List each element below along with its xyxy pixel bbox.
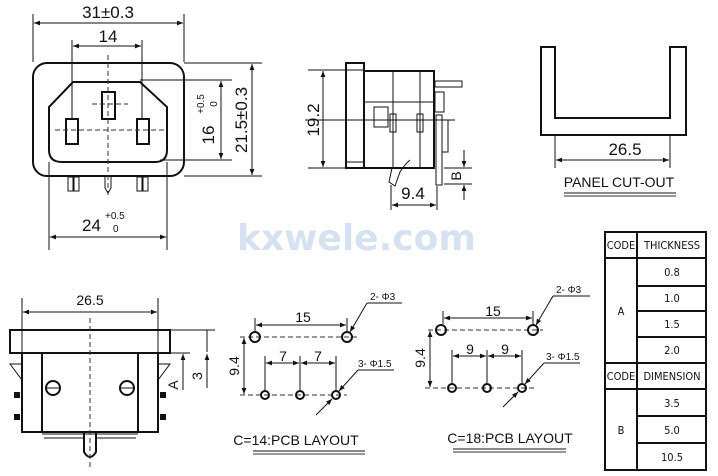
- c18-row-spacing: 9.4: [412, 348, 428, 368]
- watermark: kxwele.com: [237, 218, 476, 259]
- flange: [345, 62, 365, 169]
- c14-title: C=14:PCB LAYOUT: [233, 432, 359, 448]
- thickness-value: 0.8: [664, 266, 680, 279]
- c18-small-spacing-2: 9: [501, 341, 509, 357]
- thickness-value: 1.0: [664, 292, 680, 305]
- thickness-code: A: [618, 305, 625, 318]
- dimension-value: 10.5: [661, 451, 683, 464]
- left-pin: [65, 118, 79, 145]
- code-table: CODE THICKNESS A 0.8 1.0 1.5 2.0 CODE DI…: [604, 231, 707, 471]
- dimension-value: 3.5: [664, 397, 680, 410]
- c14-big-spacing: 15: [295, 309, 311, 325]
- side-view: 19.2 9.4 B: [304, 62, 472, 210]
- inner-width-tol-plus: +0.5: [105, 211, 125, 222]
- side-height-dim: 19.2: [304, 103, 323, 136]
- tab: [434, 80, 463, 88]
- c14-small-spacing-1: 7: [279, 348, 287, 364]
- inner-height-tol-minus: 0: [209, 101, 220, 107]
- b-label: B: [448, 171, 464, 180]
- panel-cutout: 26.5 PANEL CUT-OUT: [540, 46, 687, 197]
- side-depth-dim: 9.4: [401, 184, 425, 203]
- inner-width-dim: 24: [82, 216, 101, 235]
- c18-small-spacing-1: 9: [466, 341, 474, 357]
- dimension-code-header: CODE: [607, 370, 636, 383]
- cutout-width-dim: 26.5: [608, 140, 641, 159]
- c14-big-hole-label: 2- Φ3: [370, 292, 396, 303]
- dimension-code: B: [618, 424, 625, 437]
- bottom-width-dim: 26.5: [76, 292, 103, 308]
- c14-row-spacing: 9.4: [226, 356, 242, 376]
- dimension-header: DIMENSION: [643, 370, 700, 383]
- inner-height-tol-plus: +0.5: [196, 94, 207, 114]
- c14-small-spacing-2: 7: [314, 348, 322, 364]
- overall-height-dim: 21.5±0.3: [232, 87, 251, 153]
- dimension-value: 5.0: [664, 424, 680, 437]
- c14-small-hole-label: 3- Φ1.5: [358, 359, 392, 370]
- c13-socket-opening: [48, 81, 168, 163]
- inner-width-tol-minus: 0: [113, 224, 119, 235]
- thickness-header: THICKNESS: [643, 239, 700, 252]
- bottom-view: 26.5 A 3: [9, 292, 215, 470]
- c18-title: C=18:PCB LAYOUT: [447, 430, 573, 446]
- c18-small-hole-label: 3- Φ1.5: [546, 352, 580, 363]
- c18-big-hole-label: 2- Φ3: [556, 285, 582, 296]
- front-view: 31±0.3 14 21.5±0.3 16 +0.5 0 24 +0.5 0: [32, 3, 262, 250]
- a-label: A: [165, 380, 181, 390]
- thickness-code-header: CODE: [607, 239, 636, 252]
- thickness-value: 1.5: [664, 318, 680, 331]
- flange-height-dim: 3: [189, 372, 205, 380]
- inner-height-dim: 16: [199, 126, 218, 145]
- overall-width-dim: 31±0.3: [82, 3, 134, 22]
- thickness-value: 2.0: [664, 344, 680, 357]
- c18-big-spacing: 15: [485, 303, 501, 319]
- terminal-pin: [435, 114, 443, 186]
- pin-spacing-dim: 14: [99, 27, 118, 46]
- right-pin: [136, 118, 150, 145]
- pcb-layout-c18: 15 9 9 9.4 2- Φ3 3- Φ1.5 C=18:PCB LAYOUT: [412, 285, 590, 453]
- panel-cutout-title: PANEL CUT-OUT: [564, 174, 675, 190]
- pcb-layout-c14: 15 7 7 9.4 2- Φ3 3- Φ1.5 C=14:PCB LAYOUT: [226, 292, 402, 455]
